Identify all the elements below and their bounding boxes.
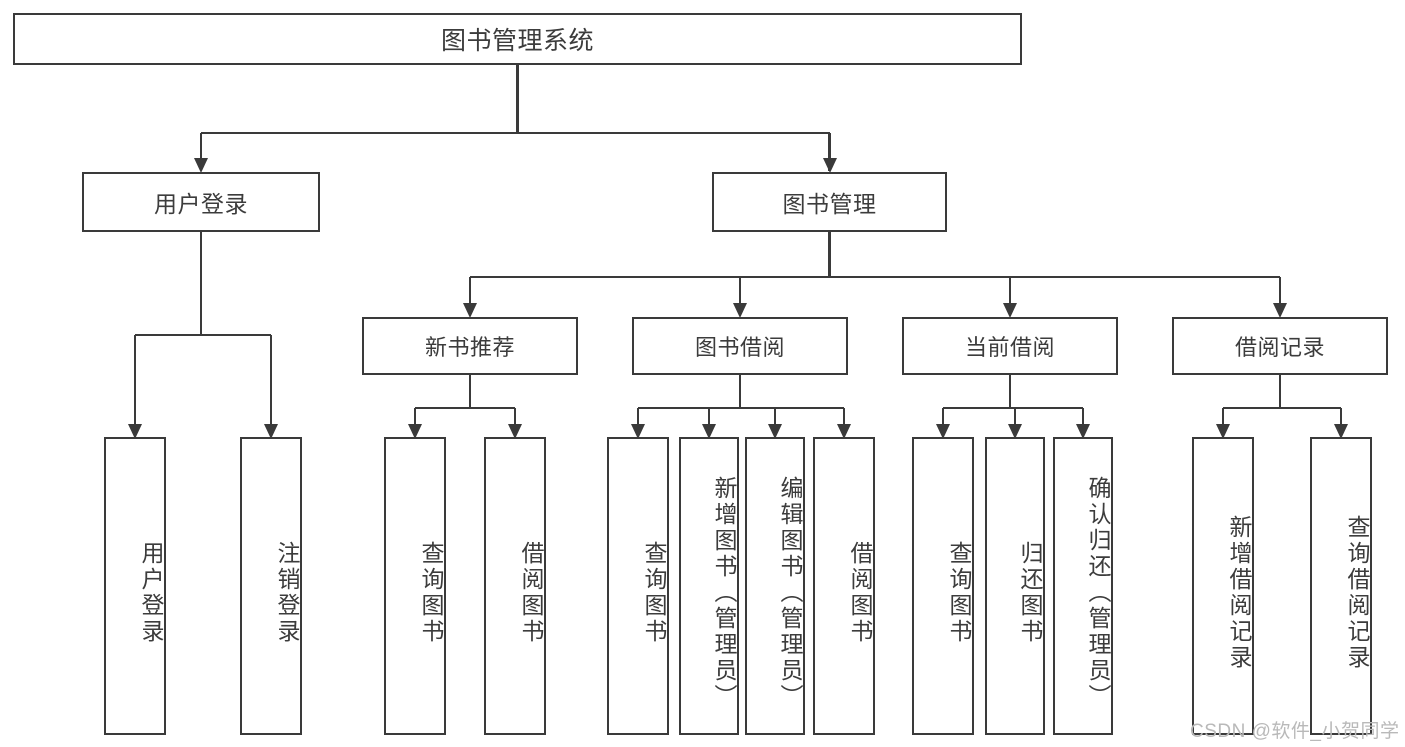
connector-line [738, 277, 742, 316]
leaf-label: 借阅图书 [847, 541, 873, 645]
leaf-add-book-admin[interactable]: 新增图书（管理员） [679, 437, 739, 735]
arrow-head-icon [631, 424, 645, 439]
connector-line [842, 408, 846, 436]
arrow-head-icon [768, 424, 782, 439]
leaf-label: 查询图书 [641, 541, 667, 645]
leaf-borrow-book-recommend[interactable]: 借阅图书 [484, 437, 546, 735]
arrow-head-icon [936, 424, 950, 439]
node-user-login[interactable]: 用户登录 [82, 172, 320, 232]
connector-line [1013, 408, 1017, 436]
connector-line [1008, 375, 1012, 408]
leaf-query-book-recommend[interactable]: 查询图书 [384, 437, 446, 735]
leaf-query-borrow-record[interactable]: 查询借阅记录 [1310, 437, 1372, 735]
arrow-head-icon [1273, 303, 1287, 318]
connector-line [415, 406, 515, 410]
connector-line [468, 277, 472, 316]
connector-line [269, 335, 273, 436]
connector-line [941, 408, 945, 436]
leaf-return-book[interactable]: 归还图书 [985, 437, 1045, 735]
leaf-label: 查询借阅记录 [1344, 515, 1370, 671]
connector-line [1081, 408, 1085, 436]
leaf-label: 查询图书 [946, 541, 972, 645]
arrow-head-icon [128, 424, 142, 439]
connector-line [828, 133, 831, 171]
leaf-label: 注销登录 [274, 541, 300, 645]
node-book-borrow[interactable]: 图书借阅 [632, 317, 848, 375]
connector-line [513, 408, 517, 436]
leaf-confirm-return-admin[interactable]: 确认归还（管理员） [1053, 437, 1113, 735]
connector-line [707, 408, 711, 436]
arrow-head-icon [194, 158, 208, 173]
connector-line [413, 408, 417, 436]
leaf-edit-book-admin[interactable]: 编辑图书（管理员） [745, 437, 805, 735]
connector-line [636, 408, 640, 436]
leaf-label: 用户登录 [138, 541, 164, 645]
connector-line [1008, 277, 1012, 316]
connector-line [828, 232, 831, 277]
arrow-head-icon [1003, 303, 1017, 318]
csdn-watermark: CSDN @软件_小贺同学 [1190, 721, 1400, 742]
connector-line [516, 65, 519, 133]
arrow-head-icon [264, 424, 278, 439]
leaf-label: 查询图书 [418, 541, 444, 645]
arrow-head-icon [1076, 424, 1090, 439]
connector-line [199, 232, 203, 335]
arrow-head-icon [1216, 424, 1230, 439]
leaf-add-borrow-record[interactable]: 新增借阅记录 [1192, 437, 1254, 735]
connector-line [199, 133, 203, 171]
node-new-book-recommend[interactable]: 新书推荐 [362, 317, 578, 375]
leaf-label: 新增借阅记录 [1226, 515, 1252, 671]
connector-line [133, 335, 137, 436]
connector-line [1278, 277, 1282, 316]
connector-line [943, 406, 1083, 410]
connector-line [1223, 406, 1341, 410]
arrow-head-icon [508, 424, 522, 439]
connector-line [738, 375, 742, 408]
connector-line [470, 275, 1280, 279]
arrow-head-icon [702, 424, 716, 439]
node-current-borrow[interactable]: 当前借阅 [902, 317, 1118, 375]
leaf-query-book-borrow[interactable]: 查询图书 [607, 437, 669, 735]
connector-line [773, 408, 777, 436]
node-borrow-record[interactable]: 借阅记录 [1172, 317, 1388, 375]
connector-line [638, 406, 844, 410]
connector-line [1339, 408, 1343, 436]
arrow-head-icon [822, 158, 837, 173]
leaf-borrow-book[interactable]: 借阅图书 [813, 437, 875, 735]
connector-line [201, 131, 830, 135]
leaf-label: 借阅图书 [518, 541, 544, 645]
connector-line [1221, 408, 1225, 436]
leaf-label: 确认归还（管理员） [1085, 476, 1111, 710]
connector-line [1278, 375, 1282, 408]
leaf-label: 新增图书（管理员） [711, 476, 737, 710]
leaf-label: 编辑图书（管理员） [777, 476, 803, 710]
leaf-user-login[interactable]: 用户登录 [104, 437, 166, 735]
leaf-query-book-current[interactable]: 查询图书 [912, 437, 974, 735]
connector-line [468, 375, 472, 408]
arrow-head-icon [463, 303, 477, 318]
arrow-head-icon [1334, 424, 1348, 439]
arrow-head-icon [408, 424, 422, 439]
arrow-head-icon [1008, 424, 1022, 439]
leaf-user-logout[interactable]: 注销登录 [240, 437, 302, 735]
connector-line [135, 333, 271, 337]
arrow-head-icon [733, 303, 747, 318]
arrow-head-icon [837, 424, 851, 439]
node-root-system[interactable]: 图书管理系统 [13, 13, 1022, 65]
node-book-management[interactable]: 图书管理 [712, 172, 947, 232]
leaf-label: 归还图书 [1017, 541, 1043, 645]
